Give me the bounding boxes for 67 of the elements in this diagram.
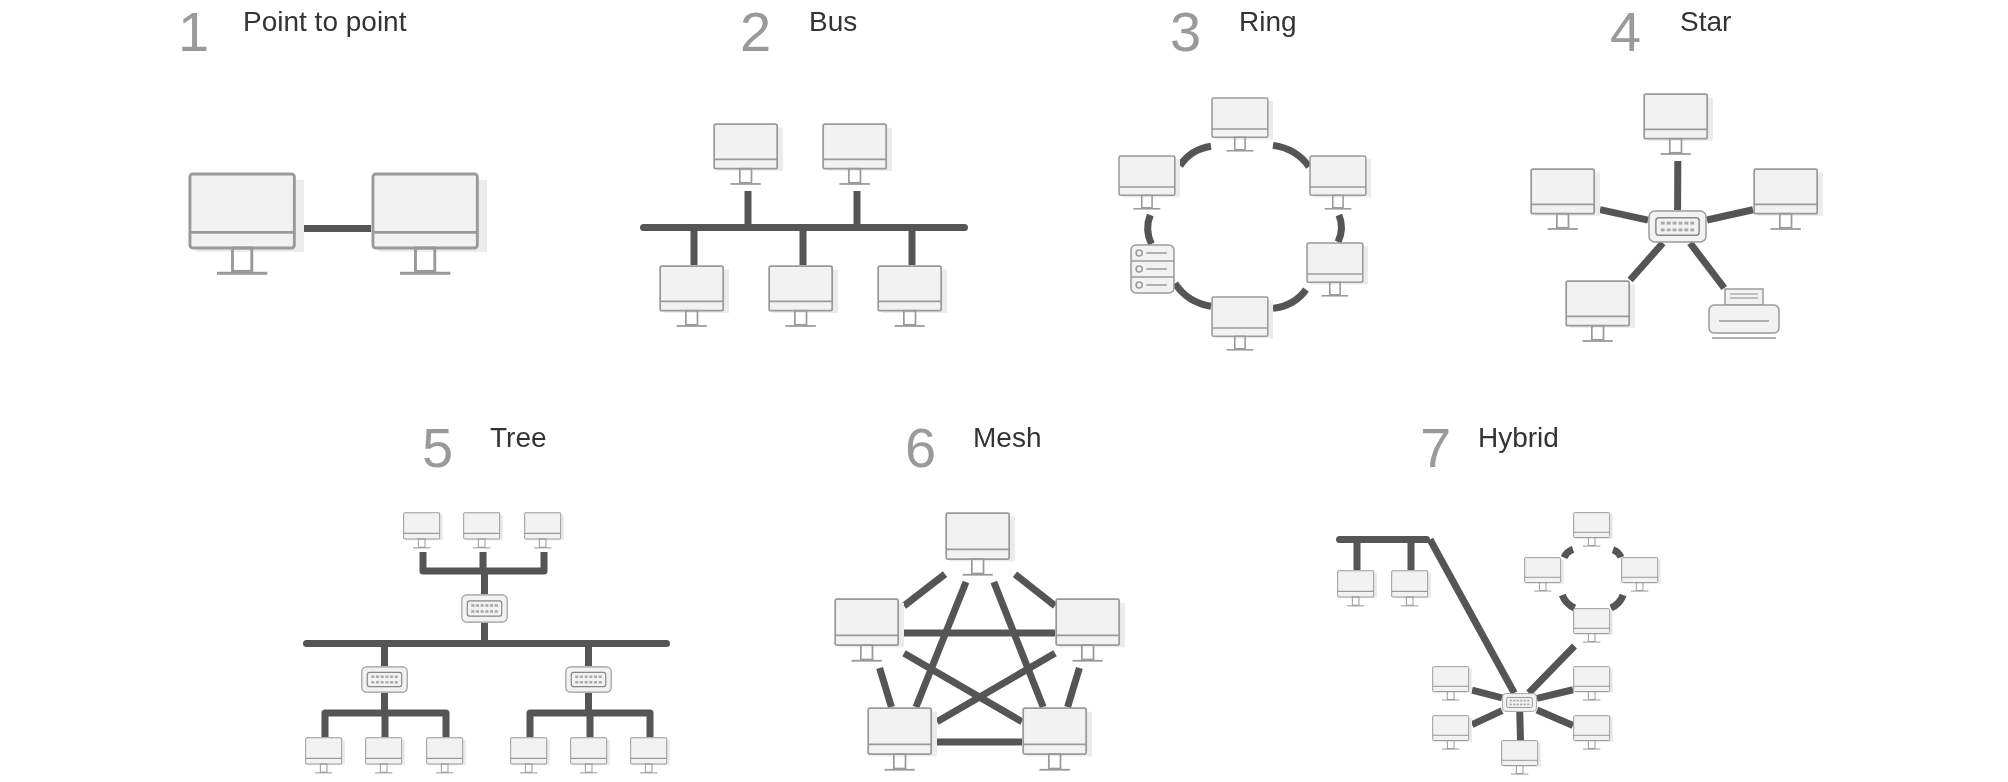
computer-icon (1432, 715, 1472, 753)
computer-icon (1573, 715, 1613, 753)
section-title: Point to point (243, 8, 407, 36)
computer-icon (1337, 570, 1377, 610)
section-title: Bus (809, 8, 858, 36)
connection-line (876, 667, 895, 708)
section-title: Star (1680, 8, 1732, 36)
computer-icon (630, 737, 670, 777)
connection-line (1177, 142, 1212, 168)
connection-line (1064, 667, 1083, 708)
section-title: Hybrid (1478, 424, 1559, 452)
section-number: 2 (740, 4, 772, 60)
section-number: 1 (178, 4, 210, 60)
connection-line (1471, 686, 1503, 702)
connection-line (901, 571, 948, 609)
section-number: 5 (422, 420, 454, 476)
network-switch-icon (1502, 693, 1537, 712)
computer-icon (1573, 608, 1613, 646)
computer-icon (1501, 740, 1541, 778)
computer-icon (1432, 666, 1472, 704)
printer-icon (1707, 288, 1781, 340)
computer-icon (570, 737, 610, 777)
connection-line (304, 225, 371, 232)
connection-line (1144, 213, 1155, 246)
network-switch-icon (461, 594, 508, 623)
connection-line (1706, 206, 1754, 224)
connection-line (1536, 686, 1574, 702)
section-number: 7 (1420, 420, 1452, 476)
computer-icon (426, 737, 466, 777)
computer-icon (365, 737, 405, 777)
section-title: Tree (490, 424, 547, 452)
server-icon (1130, 244, 1175, 294)
network-switch-icon (565, 666, 612, 693)
section-title: Mesh (973, 424, 1042, 452)
connection-line (1609, 593, 1627, 612)
computer-icon (1573, 512, 1613, 550)
connection-line (1611, 546, 1625, 559)
section-number: 6 (905, 420, 937, 476)
computer-icon (1391, 570, 1431, 610)
connection-line (902, 650, 1024, 725)
computer-icon (1524, 557, 1564, 595)
connection-line (904, 629, 1055, 637)
computer-icon (463, 512, 503, 552)
connection-line (1516, 711, 1524, 741)
connection-line (1272, 287, 1309, 312)
connection-line (1535, 706, 1575, 729)
section-number: 4 (1610, 4, 1642, 60)
connection-line (912, 580, 970, 709)
network-switch-icon (361, 666, 408, 693)
connection-line (1674, 160, 1682, 211)
connection-line (1426, 537, 1518, 695)
section-number: 3 (1170, 4, 1202, 60)
connection-line (990, 580, 1047, 709)
connection-line (937, 738, 1022, 746)
computer-icon (1621, 557, 1661, 595)
connection-line (1599, 206, 1649, 224)
connection-line (1334, 213, 1345, 244)
computer-icon (1573, 666, 1613, 704)
connection-line (481, 623, 488, 640)
section-title: Ring (1239, 8, 1297, 36)
connection-line (1559, 593, 1577, 612)
computer-icon (510, 737, 550, 777)
connection-line (1560, 546, 1575, 560)
computer-icon (524, 512, 564, 552)
computer-icon (403, 512, 443, 552)
network-switch-icon (1648, 210, 1707, 243)
computer-icon (305, 737, 345, 777)
